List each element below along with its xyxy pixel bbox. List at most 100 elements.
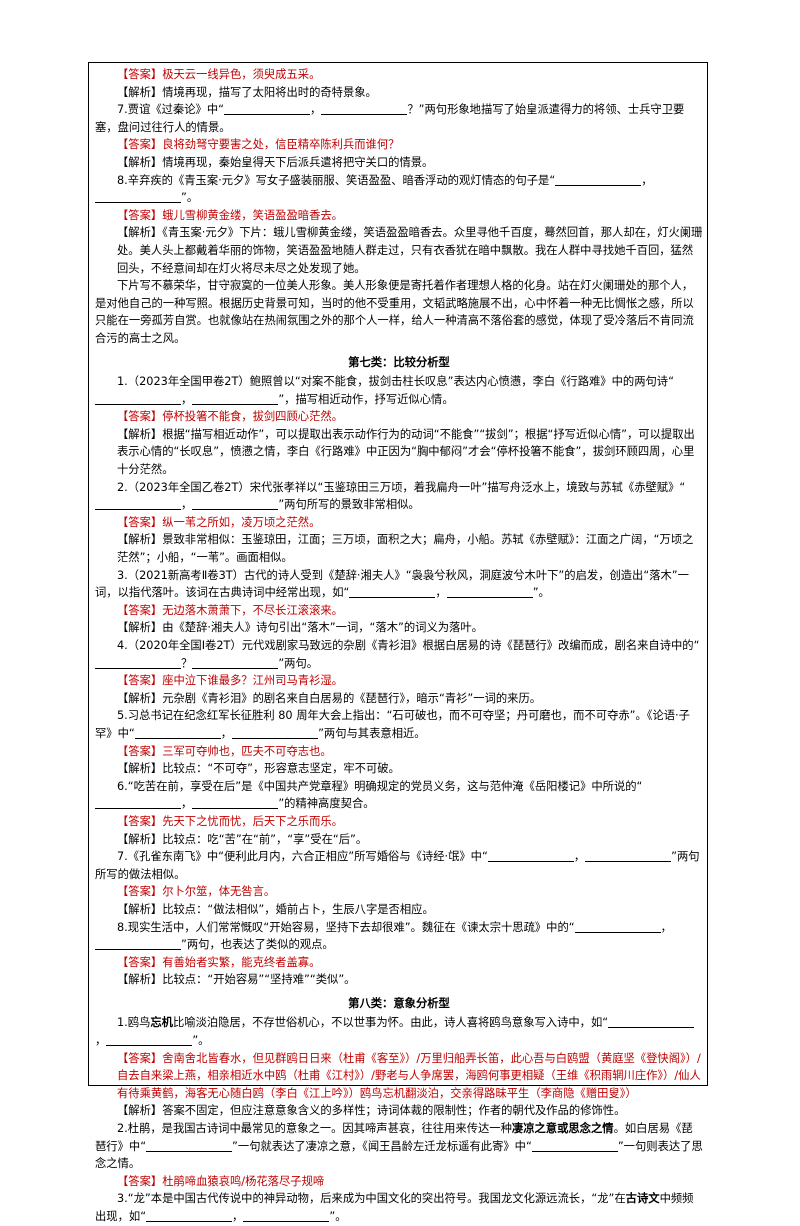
- answer-text: 尔卜尔筮，体无咎言。: [162, 885, 276, 899]
- answer-blank[interactable]: [574, 920, 661, 933]
- analysis-line: 【解析】情境再现，描写了太阳将出时的奇特景象。: [95, 84, 703, 102]
- analysis-line: 【解析】情境再现，秦始皇得天下后派兵遣将把守关口的情景。: [95, 154, 703, 172]
- analysis-label: 【解析】: [117, 691, 163, 705]
- analysis-line: 【解析】由《楚辞·湘夫人》诗句引出“落木”一词，“落木”的词义为落叶。: [95, 619, 703, 637]
- answer-blank[interactable]: [243, 1209, 330, 1222]
- analysis-line: 【解析】比较点：“不可夺”，形容意志坚定，牢不可破。: [95, 760, 703, 778]
- question-line: 8.辛弃疾的《青玉案·元夕》写女子盛装丽服、笑语盈盈、暗香浮动的观灯情态的句子是…: [95, 172, 703, 207]
- answer-blank[interactable]: [531, 1139, 618, 1152]
- answer-line: 【答案】三军可夺帅也，匹夫不可夺志也。: [95, 743, 703, 761]
- paragraph: 下片写不慕荣华，甘守寂寞的一位美人形象。美人形象便是寄托着作者理想人格的化身。站…: [95, 279, 694, 345]
- analysis-line: 【解析】根据“描写相近动作”，可以提取出表示动作行为的动词“不能食”“拔剑”；根…: [95, 426, 703, 479]
- question-text: ”两句与其表意相近。: [318, 726, 426, 740]
- page-border: [88, 62, 708, 1086]
- answer-blank[interactable]: [192, 392, 279, 405]
- question-text: ”，描写相近动作，抒写近似心情。: [278, 392, 454, 406]
- analysis-text: 根据“描写相近动作”，可以提取出表示动作行为的动词“不能食”“拔剑”；根据“抒写…: [117, 427, 695, 477]
- question-text: ，: [181, 797, 193, 811]
- question-line: 2.杜鹃，是我国古诗词中最常见的意象之一。因其啼声甚哀，往往用来传达一种凄凉之意…: [95, 1120, 703, 1173]
- question-line: 1.鸥鸟忘机比喻淡泊隐居，不存世俗机心，不以世事为怀。由此，诗人喜将鸥鸟意象写入…: [95, 1014, 703, 1049]
- answer-blank[interactable]: [95, 392, 181, 405]
- question-text: ？: [181, 656, 193, 670]
- analysis-text: 比较点：“做法相似”，婚前占卜，生辰八字是否相应。: [162, 902, 434, 916]
- answer-label: 【答案】: [117, 955, 163, 969]
- answer-blank[interactable]: [95, 190, 181, 204]
- analysis-line: 【解析】元杂剧《青衫泪》的剧名来自白居易的《琵琶行》，暗示“青衫”一词的来历。: [95, 690, 703, 708]
- answer-blank[interactable]: [555, 173, 642, 186]
- answer-label: 【答案】: [117, 1174, 163, 1188]
- question-text: ”一句就表达了凄凉之意，《闻王昌龄左迁龙标遥有此寄》中“: [232, 1139, 532, 1153]
- question-line: 3.（2021新高考Ⅱ卷3T）古代的诗人受到《楚辞·湘夫人》“袅袅兮秋风，洞庭波…: [95, 567, 703, 602]
- question-line: 3.“龙”本是中国古代传说中的神异动物，后来成为中国文化的突出符号。我国龙文化源…: [95, 1190, 703, 1225]
- answer-line: 【答案】蛾儿雪柳黄金缕，笑语盈盈暗香去。: [95, 207, 703, 225]
- answer-line: 【答案】座中泣下谁最多？江州司马青衫湿。: [95, 672, 703, 690]
- question-text: 4.（2020年全国Ⅰ卷2T）元代戏剧家马致远的杂剧《青衫泪》根据白居易的诗《琵…: [117, 639, 700, 652]
- question-text: ”的精神高度契合。: [278, 797, 375, 811]
- question-text: 1.鸥鸟: [117, 1016, 151, 1030]
- analysis-text: 比较点：“不可夺”，形容意志坚定，牢不可破。: [162, 762, 400, 776]
- question-text: 3.（2021新高考Ⅱ卷3T）古代的诗人受到《楚辞·湘夫人》“袅袅兮秋风，洞庭波…: [95, 568, 689, 600]
- question-text: ？”两句形象地描写了始皇派遣得力的将领、士兵守卫要塞，盘问过往行人的情景。: [95, 103, 685, 134]
- question-text: ，: [232, 1210, 244, 1223]
- answer-label: 【答案】: [117, 603, 163, 617]
- answer-label: 【答案】: [117, 1051, 163, 1065]
- answer-line: 【答案】有善始者实繁，能克终者盖寡。: [95, 954, 703, 972]
- answer-blank[interactable]: [608, 1015, 695, 1029]
- answer-line: 【答案】极天云一线异色，须臾成五采。: [95, 66, 703, 84]
- answer-label: 【答案】: [117, 68, 163, 81]
- answer-text: 舍南舍北皆春水，但见群鸥日日来（杜甫《客至》）/万里归船弄长笛，此心吾与白鸥盟（…: [117, 1051, 701, 1100]
- question-line: 6.“吃苦在前，享受在后”是《中国共产党章程》明确规定的党员义务，这与范仲淹《岳…: [95, 778, 703, 813]
- answer-blank[interactable]: [146, 1209, 233, 1222]
- question-text: ”。: [192, 1034, 210, 1048]
- answer-line: 【答案】停杯投箸不能食，拔剑四顾心茫然。: [95, 408, 703, 426]
- answer-line: 【答案】尔卜尔筮，体无咎言。: [95, 883, 703, 901]
- answer-text: 停杯投箸不能食，拔剑四顾心茫然。: [162, 410, 343, 424]
- analysis-label: 【解析】: [117, 1104, 163, 1118]
- analysis-label: 【解析】: [117, 155, 163, 169]
- answer-label: 【答案】: [117, 744, 163, 758]
- question-text: 7.《孔雀东南飞》中“便利此月内，六合正相应”所写婚俗与《诗经·氓》中“: [117, 850, 488, 864]
- answer-blank[interactable]: [134, 726, 221, 739]
- answer-line: 【答案】良将劲弩守要害之处，信臣精卒陈利兵而谁何？: [95, 136, 703, 154]
- question-text: ，: [95, 1034, 107, 1048]
- question-text: ，: [660, 920, 672, 934]
- question-line: 8.现实生活中，人们常常慨叹“开始容易，坚持下去却很难”。魏征在《谏太宗十思疏》…: [95, 919, 703, 954]
- question-text: ，: [310, 103, 322, 117]
- analysis-line: 【解析】答案不固定，但应注意意象含义的多样性；诗词体裁的限制性；作者的朝代及作品…: [95, 1102, 703, 1120]
- answer-text: 先天下之忧而忧，后天下之乐而乐。: [162, 814, 343, 828]
- emphasis-text: 凄凉之意或思念之情: [511, 1122, 614, 1136]
- answer-line: 【答案】杜鹃啼血猿哀鸣/杨花落尽子规啼: [95, 1173, 703, 1191]
- answer-blank[interactable]: [95, 937, 181, 951]
- answer-blank[interactable]: [192, 796, 279, 810]
- analysis-label: 【解析】: [117, 902, 163, 916]
- answer-blank[interactable]: [349, 585, 436, 599]
- answer-blank[interactable]: [95, 497, 181, 511]
- answer-blank[interactable]: [446, 585, 533, 599]
- question-text: 比喻淡泊隐居，不存世俗机心，不以世事为怀。由此，诗人喜将鸥鸟意象写入诗中，如“: [172, 1016, 609, 1030]
- question-text: 1.（2023年全国甲卷2T）鲍照曾以“对案不能食，拔剑击柱长叹息”表达内心愤懑…: [117, 375, 674, 389]
- answer-blank[interactable]: [95, 796, 181, 810]
- analysis-text: 情境再现，秦始皇得天下后派兵遣将把守关口的情景。: [162, 155, 434, 169]
- analysis-label: 【解析】: [117, 85, 163, 99]
- answer-blank[interactable]: [192, 656, 279, 669]
- answer-blank[interactable]: [224, 102, 311, 116]
- question-text: ”两句所写的做法相似。: [95, 850, 700, 881]
- analysis-line: 【解析】景致非常相似：玉鉴琼田，江面；三万顷，面积之大；扁舟，小船。苏轼《赤壁赋…: [95, 531, 703, 566]
- answer-blank[interactable]: [585, 849, 672, 863]
- analysis-text: 元杂剧《青衫泪》的剧名来自白居易的《琵琶行》，暗示“青衫”一词的来历。: [162, 691, 542, 705]
- question-text: ”两句，也表达了类似的观点。: [181, 938, 334, 952]
- answer-text: 杜鹃啼血猿哀鸣/杨花落尽子规啼: [162, 1174, 325, 1188]
- answer-blank[interactable]: [487, 849, 574, 863]
- analysis-label: 【解析】: [117, 621, 163, 635]
- answer-blank[interactable]: [146, 1139, 233, 1152]
- answer-line: 【答案】无边落木萧萧下，不尽长江滚滚来。: [95, 602, 703, 620]
- answer-blank[interactable]: [95, 656, 181, 669]
- question-text: ，: [181, 498, 193, 512]
- emphasis-text: 古诗文: [625, 1192, 660, 1206]
- answer-blank[interactable]: [106, 1033, 193, 1047]
- question-line: 7.《孔雀东南飞》中“便利此月内，六合正相应”所写婚俗与《诗经·氓》中“，”两句…: [95, 848, 703, 883]
- analysis-line: 【解析】比较点：“做法相似”，婚前占卜，生辰八字是否相应。: [95, 901, 703, 919]
- answer-blank[interactable]: [192, 497, 279, 511]
- answer-blank[interactable]: [232, 726, 319, 739]
- answer-blank[interactable]: [321, 102, 408, 116]
